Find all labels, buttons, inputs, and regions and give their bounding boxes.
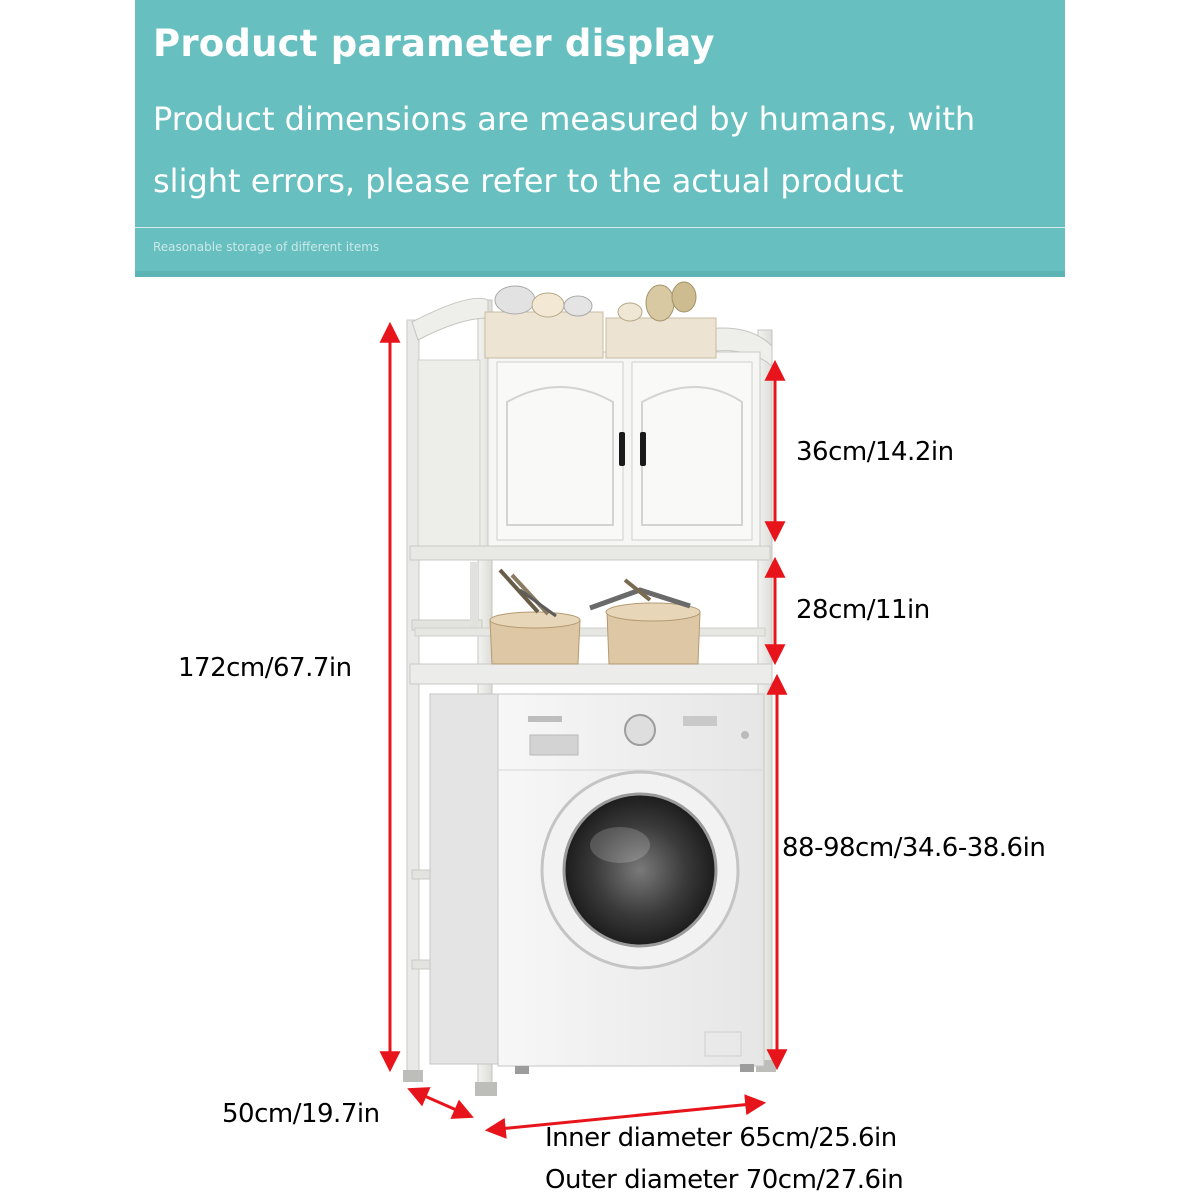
header-banner: Product parameter display Product dimens… xyxy=(135,0,1065,277)
banner-subtitle-line1: Product dimensions are measured by human… xyxy=(153,100,976,138)
banner-divider xyxy=(135,227,1065,228)
middle-shelf xyxy=(409,562,773,685)
outer-diameter-label: Outer diameter 70cm/27.6in xyxy=(545,1165,904,1195)
bottom-clearance-label: 88-98cm/34.6-38.6in xyxy=(782,833,1046,863)
cabinet-height-label: 36cm/14.2in xyxy=(796,437,954,467)
dimension-arrows xyxy=(379,321,788,1139)
top-storage-items xyxy=(484,281,717,359)
banner-bottom-strip xyxy=(135,271,1065,277)
total-height-label: 172cm/67.7in xyxy=(178,653,352,683)
top-cabinet xyxy=(409,351,771,561)
banner-subtitle-line2: slight errors, please refer to the actua… xyxy=(153,162,904,200)
shelf-height-label: 28cm/11in xyxy=(796,595,930,625)
inner-diameter-label: Inner diameter 65cm/25.6in xyxy=(545,1123,897,1153)
washing-machine xyxy=(429,693,765,1074)
depth-label: 50cm/19.7in xyxy=(222,1099,380,1129)
banner-title: Product parameter display xyxy=(153,22,715,65)
banner-tagline: Reasonable storage of different items xyxy=(153,240,380,254)
